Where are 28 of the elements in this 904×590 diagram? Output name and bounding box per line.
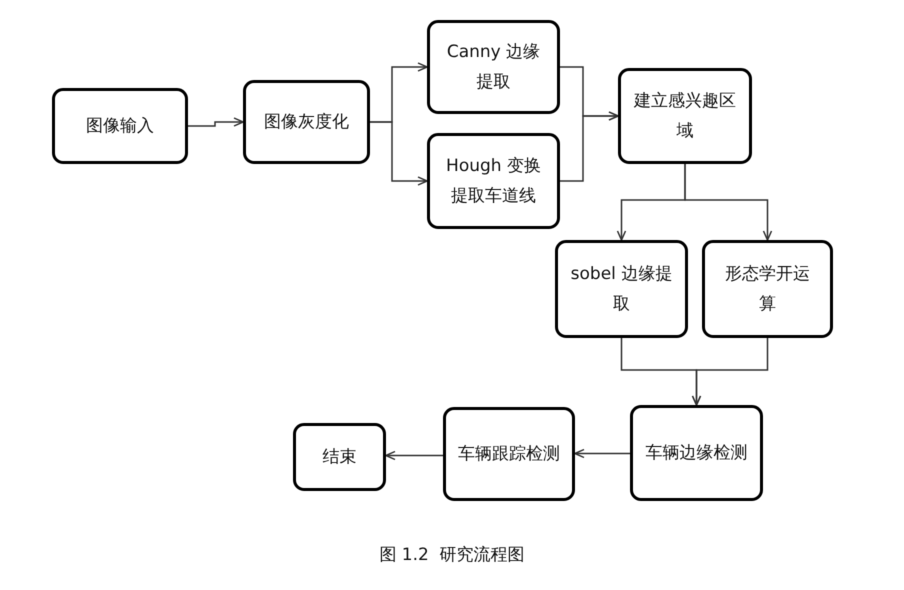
arrow <box>188 117 244 127</box>
process-box <box>702 240 833 338</box>
arrow <box>370 121 428 186</box>
arrow <box>684 164 772 241</box>
process-box <box>427 133 560 229</box>
step-label: Hough 变换提取车道线 <box>445 155 542 208</box>
process-box <box>555 240 688 338</box>
step-label: 形态学开运算 <box>724 263 811 316</box>
step-label: Canny 边缘提取 <box>446 41 542 94</box>
process-box <box>443 407 575 501</box>
step-label: 图像灰度化 <box>264 111 349 134</box>
process-box <box>630 405 763 501</box>
step-label: 建立感兴趣区域 <box>633 90 737 143</box>
process-box <box>293 423 386 491</box>
arrow <box>692 338 768 406</box>
arrow <box>560 111 619 182</box>
step-label: 结束 <box>322 446 356 469</box>
process-box <box>243 80 370 164</box>
step-label: sobel 边缘提取 <box>570 263 673 316</box>
arrow <box>574 448 630 458</box>
step-label: 图像输入 <box>86 115 154 138</box>
process-box <box>52 88 188 164</box>
figure-caption: 图 1.2 研究流程图 <box>378 544 526 566</box>
process-box <box>427 20 560 114</box>
step-label: 车辆跟踪检测 <box>458 443 560 466</box>
process-box <box>618 68 752 164</box>
arrow <box>385 450 443 460</box>
step-label: 车辆边缘检测 <box>646 442 748 465</box>
